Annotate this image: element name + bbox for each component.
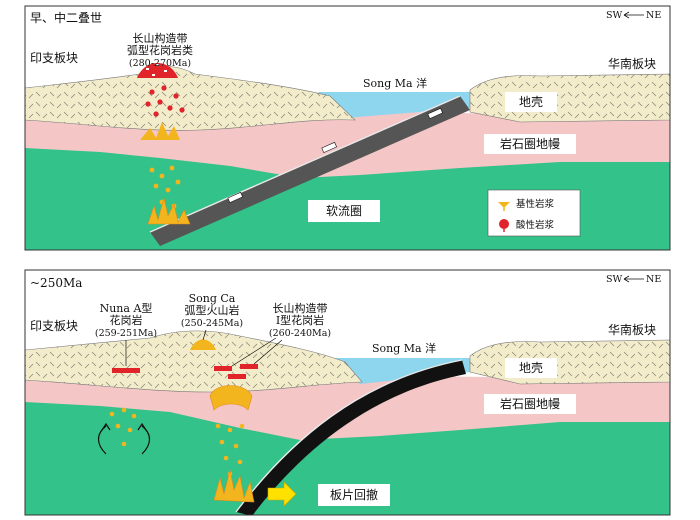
top-granite-label-2: 弧型花岗岩类: [127, 43, 193, 57]
bottom-age-label: ~250Ma: [30, 276, 82, 290]
bottom-direction-sw: SW: [606, 274, 623, 285]
top-crust-south-china: [469, 73, 670, 123]
bottom-crust-label: 地壳: [519, 361, 543, 375]
bottom-mantle-label: 岩石圈地幔: [500, 396, 560, 411]
bottom-nuna-label-3: (259-251Ma): [95, 328, 157, 339]
bottom-crust-indochina: [25, 330, 363, 393]
bottom-granite-body-2: [240, 364, 258, 369]
bottom-mantle-box: [484, 394, 576, 414]
bottom-ocean-water: [330, 358, 470, 384]
top-ocean-water: [318, 92, 470, 118]
bottom-nuna-label-1: Nuna A型: [100, 301, 153, 315]
bottom-direction-ne: NE: [646, 274, 661, 285]
bottom-rollback-label: 板片回撤: [330, 487, 378, 502]
mafic-magma-icon: [498, 202, 510, 208]
bottom-truongson-leader-2: [253, 339, 283, 365]
top-age-label: 早、中二叠世: [30, 10, 102, 25]
bottom-arc-underplate: [209, 385, 253, 411]
top-direction-sw: SW: [606, 10, 623, 21]
bottom-melt-flames: [213, 469, 255, 503]
bottom-songca-label-1: Song Ca: [189, 292, 236, 305]
bottom-songca-leader: [202, 329, 207, 341]
bottom-nuna-granite-body: [112, 368, 140, 373]
bottom-truongson-label-2: I型花岗岩: [276, 313, 324, 327]
bottom-nuna-label-2: 花岗岩: [110, 313, 143, 327]
bottom-backarc-droplets: [109, 407, 137, 447]
bottom-songca-label-2: 弧型火山岩: [185, 303, 240, 317]
top-slab-motion-arrows: [227, 107, 444, 203]
top-indochina-label: 印支板块: [30, 51, 78, 65]
bottom-rollback-box: [318, 484, 390, 506]
top-crust-indochina: [25, 66, 356, 131]
top-granite-label-1: 长山构造带: [133, 31, 188, 45]
bottom-granite-body-1: [214, 366, 232, 371]
bottom-crust-south-china: [469, 339, 670, 385]
bottom-panel-frame: [24, 269, 671, 516]
top-asthenosphere-box: [308, 200, 380, 222]
bottom-subducting-slab: [236, 360, 466, 515]
bottom-arc-mafic-droplets: [215, 423, 245, 477]
bottom-direction-arrow-icon: [623, 275, 644, 283]
top-crust-label: 地壳: [519, 95, 543, 109]
bottom-crust-box: [505, 358, 557, 378]
top-granite-dome: [137, 63, 178, 78]
top-mantle-box: [484, 134, 576, 154]
panel-250ma: ~250Ma SW NE 印支板块 华南板块 Song Ma 洋 Nuna A型…: [24, 269, 671, 516]
legend-felsic-label: 酸性岩浆: [516, 219, 555, 231]
top-subducting-slab: [150, 96, 470, 246]
top-direction-arrow-icon: [623, 11, 644, 19]
top-felsic-droplets: [145, 85, 185, 117]
bottom-truongson-label-1: 长山构造带: [273, 301, 328, 315]
panel-early-middle-permian: 早、中二叠世 SW NE 印支板块 华南板块 Song Ma 洋 长山构造带 弧…: [24, 5, 671, 251]
top-asthenosphere-label: 软流圈: [326, 204, 362, 218]
rollback-arrow-icon: [267, 481, 297, 507]
top-legend: 基性岩浆 酸性岩浆: [487, 189, 581, 237]
top-direction-ne: NE: [646, 10, 661, 21]
bottom-ocean-label: Song Ma 洋: [372, 341, 436, 355]
bottom-indochina-label: 印支板块: [30, 319, 78, 333]
top-panel-frame: [24, 5, 671, 251]
top-crust-box: [505, 92, 557, 112]
bottom-truongson-leader-1: [231, 337, 277, 367]
bottom-south-china-label: 华南板块: [608, 322, 656, 337]
top-melt-flames: [147, 197, 191, 225]
bottom-songca-label-3: (250-245Ma): [181, 318, 243, 329]
bottom-songca-volcano: [190, 339, 216, 350]
top-ocean-label: Song Ma 洋: [363, 76, 427, 90]
bottom-granite-body-3: [228, 374, 246, 379]
top-granite-label-3: (280-270Ma): [129, 58, 191, 69]
top-mafic-underplate: [140, 122, 180, 140]
felsic-magma-icon: [499, 219, 509, 229]
top-mantle-label: 岩石圈地幔: [500, 136, 560, 151]
legend-mafic-label: 基性岩浆: [516, 198, 555, 210]
bottom-truongson-label-3: (260-240Ma): [269, 328, 331, 339]
top-south-china-label: 华南板块: [608, 56, 656, 71]
